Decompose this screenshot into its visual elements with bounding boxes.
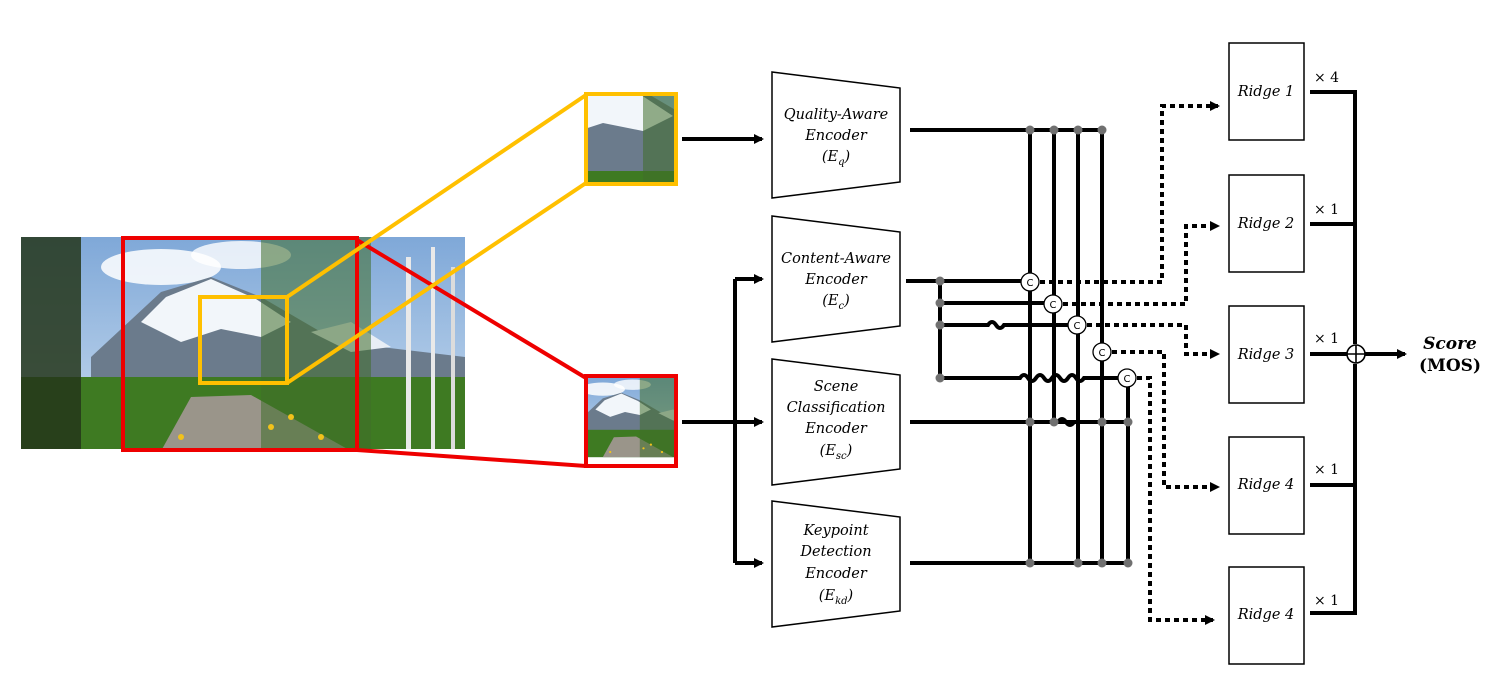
output-mos-label: (MOS) xyxy=(1419,356,1481,376)
ridge-1: Ridge 1 × 4 xyxy=(1228,42,1339,141)
ridge-4: Ridge 4 × 1 xyxy=(1228,436,1339,535)
encoder-label: Encoder xyxy=(804,272,868,288)
ridge-multiplier: × 1 xyxy=(1314,593,1339,609)
content-zoom-line xyxy=(355,238,588,380)
quality-zoom-line xyxy=(285,181,588,385)
encoder-label: Encoder xyxy=(804,566,868,582)
junction-dots xyxy=(935,125,1133,568)
content-patch-frame xyxy=(584,374,678,468)
ridge-label: Ridge 1 xyxy=(1237,84,1295,100)
encoder-label: Classification xyxy=(787,400,886,416)
scene-classification-encoder: Scene Classification Encoder (Esc) xyxy=(771,358,901,486)
encoder-label: Content-Aware xyxy=(781,251,891,267)
input-image xyxy=(21,237,465,449)
content-crop-box xyxy=(121,236,359,452)
concat-nodes: C C C C C xyxy=(1020,272,1137,388)
feature-lines xyxy=(906,128,1130,565)
svg-text:C: C xyxy=(1099,348,1106,359)
input-arrows xyxy=(682,134,764,568)
svg-text:C: C xyxy=(1124,374,1131,385)
concat-node-4: C xyxy=(1092,342,1112,362)
ridge-2: Ridge 2 × 1 xyxy=(1228,174,1339,273)
encoder-symbol: (Ekd) xyxy=(819,588,853,607)
ridge-label: Ridge 2 xyxy=(1237,216,1295,232)
svg-text:C: C xyxy=(1074,321,1081,332)
concat-node-2: C xyxy=(1043,294,1063,314)
ridge-label: Ridge 3 xyxy=(1237,347,1295,363)
quality-crop-box xyxy=(198,295,289,385)
output-score-label: Score xyxy=(1423,334,1477,354)
ridge-multiplier: × 4 xyxy=(1314,70,1339,86)
ridge-label: Ridge 4 xyxy=(1237,477,1295,493)
encoder-label: Encoder xyxy=(804,421,868,437)
content-zoom-line xyxy=(356,448,587,468)
ridge-output-lines xyxy=(1310,90,1407,615)
quality-zoom-line xyxy=(285,93,588,299)
concat-node-3: C xyxy=(1067,315,1087,335)
ridge-multiplier: × 1 xyxy=(1314,462,1339,478)
concat-node-5: C xyxy=(1117,368,1137,388)
quality-patch-frame xyxy=(584,92,678,186)
sum-node xyxy=(1346,344,1366,364)
encoder-label: Encoder xyxy=(804,128,868,144)
encoder-label: Quality-Aware xyxy=(784,107,888,123)
ridge-3: Ridge 3 × 1 xyxy=(1228,305,1339,404)
content-aware-encoder: Content-Aware Encoder (Ec) xyxy=(771,215,901,343)
ridge-multiplier: × 1 xyxy=(1314,331,1339,347)
line-crossings xyxy=(1056,417,1076,427)
concat-to-ridge-arrows xyxy=(1040,101,1220,625)
svg-text:C: C xyxy=(1050,300,1057,311)
ridge-5: Ridge 4 × 1 xyxy=(1228,566,1339,665)
ridge-multiplier: × 1 xyxy=(1314,202,1339,218)
content-patch-image xyxy=(588,378,674,458)
keypoint-detection-encoder: Keypoint Detection Encoder (Ekd) xyxy=(771,500,901,628)
ridge-label: Ridge 4 xyxy=(1237,607,1295,623)
encoder-label: Scene xyxy=(814,379,859,395)
quality-aware-encoder: Quality-Aware Encoder (Eq) xyxy=(771,71,901,199)
svg-text:C: C xyxy=(1027,278,1034,289)
concat-node-1: C xyxy=(1020,272,1040,292)
encoder-label: Keypoint xyxy=(802,523,868,539)
encoder-label: Detection xyxy=(799,544,871,560)
